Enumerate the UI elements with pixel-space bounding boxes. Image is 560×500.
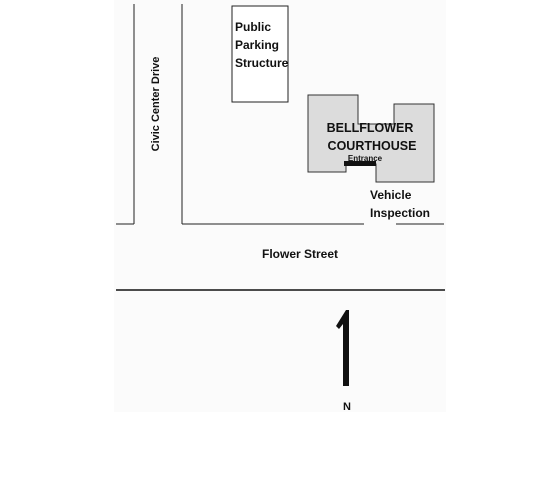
courthouse-label-line-2: COURTHOUSE (328, 139, 417, 153)
civic-center-drive-label: Civic Center Drive (150, 57, 162, 152)
north-label: N (343, 401, 351, 413)
parking-label-line-1: Public (235, 20, 271, 34)
courthouse-label-line-1: BELLFLOWER (327, 121, 414, 135)
parking-label-line-3: Structure (235, 56, 289, 70)
vehicle-inspection-label-line-2: Inspection (370, 206, 430, 220)
entrance-label: Entrance (348, 154, 383, 163)
flower-street-label: Flower Street (262, 247, 338, 261)
north-arrow-icon (336, 310, 349, 386)
parking-structure (231, 5, 289, 103)
courthouse-building (307, 94, 435, 183)
entrance-marker (344, 161, 376, 166)
vehicle-inspection-label-line-1: Vehicle (370, 188, 412, 202)
parking-label-line-2: Parking (235, 38, 279, 52)
